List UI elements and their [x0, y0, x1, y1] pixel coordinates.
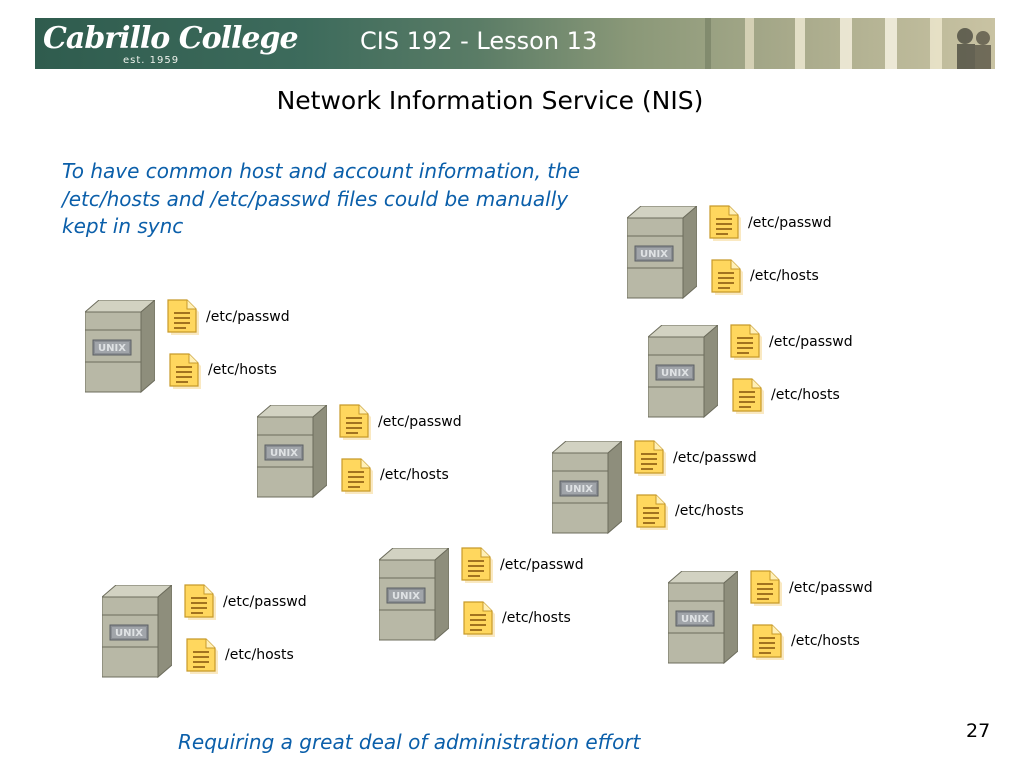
hosts-file-icon: [185, 637, 219, 675]
hosts-file-icon: [751, 623, 785, 661]
passwd-file-label: /etc/passwd: [769, 334, 853, 350]
unix-server-icon: UNIX: [648, 325, 718, 420]
passwd-file-icon: [633, 439, 667, 477]
hosts-file-label: /etc/hosts: [502, 610, 571, 626]
passwd-file-label: /etc/passwd: [789, 580, 873, 596]
passwd-file-icon: [749, 569, 783, 607]
unix-label: UNIX: [98, 343, 126, 354]
passwd-file-label: /etc/passwd: [500, 557, 584, 573]
hosts-file-icon: [462, 600, 496, 638]
hosts-file-icon: [635, 493, 669, 531]
unix-label: UNIX: [661, 368, 689, 379]
passwd-file-label: /etc/passwd: [206, 309, 290, 325]
header-banner: Cabrillo College est. 1959 CIS 192 - Les…: [35, 18, 995, 69]
footer-note: Requiring a great deal of administration…: [178, 730, 641, 754]
unix-server-icon: UNIX: [102, 585, 172, 680]
page-number: 27: [966, 720, 991, 742]
unix-label: UNIX: [565, 484, 593, 495]
hosts-file-label: /etc/hosts: [675, 503, 744, 519]
hosts-file-label: /etc/hosts: [750, 268, 819, 284]
hosts-file-label: /etc/hosts: [771, 387, 840, 403]
banner-photo-image: [705, 18, 991, 69]
intro-text: To have common host and account informat…: [62, 159, 581, 238]
passwd-file-label: /etc/passwd: [673, 450, 757, 466]
passwd-file-icon: [183, 583, 217, 621]
unix-server-icon: UNIX: [627, 206, 697, 301]
slide-title: Network Information Service (NIS): [276, 86, 704, 115]
unix-label: UNIX: [681, 614, 709, 625]
college-logo-est: est. 1959: [123, 55, 180, 66]
college-logo: Cabrillo College: [43, 21, 299, 56]
passwd-file-icon: [166, 298, 200, 336]
unix-server-icon: UNIX: [85, 300, 155, 395]
passwd-file-label: /etc/passwd: [378, 414, 462, 430]
unix-label: UNIX: [640, 249, 668, 260]
unix-server-icon: UNIX: [552, 441, 622, 536]
hosts-file-label: /etc/hosts: [791, 633, 860, 649]
unix-label: UNIX: [115, 628, 143, 639]
unix-server-icon: UNIX: [668, 571, 738, 666]
passwd-file-label: /etc/passwd: [223, 594, 307, 610]
hosts-file-icon: [710, 258, 744, 296]
hosts-file-label: /etc/hosts: [208, 362, 277, 378]
unix-label: UNIX: [392, 591, 420, 602]
unix-server-icon: UNIX: [257, 405, 327, 500]
unix-label: UNIX: [270, 448, 298, 459]
hosts-file-label: /etc/hosts: [380, 467, 449, 483]
passwd-file-icon: [338, 403, 372, 441]
hosts-file-icon: [168, 352, 202, 390]
passwd-file-icon: [729, 323, 763, 361]
course-title: CIS 192 - Lesson 13: [360, 27, 598, 55]
hosts-file-icon: [731, 377, 765, 415]
hosts-file-icon: [340, 457, 374, 495]
hosts-file-label: /etc/hosts: [225, 647, 294, 663]
passwd-file-label: /etc/passwd: [748, 215, 832, 231]
unix-server-icon: UNIX: [379, 548, 449, 643]
passwd-file-icon: [708, 204, 742, 242]
passwd-file-icon: [460, 546, 494, 584]
